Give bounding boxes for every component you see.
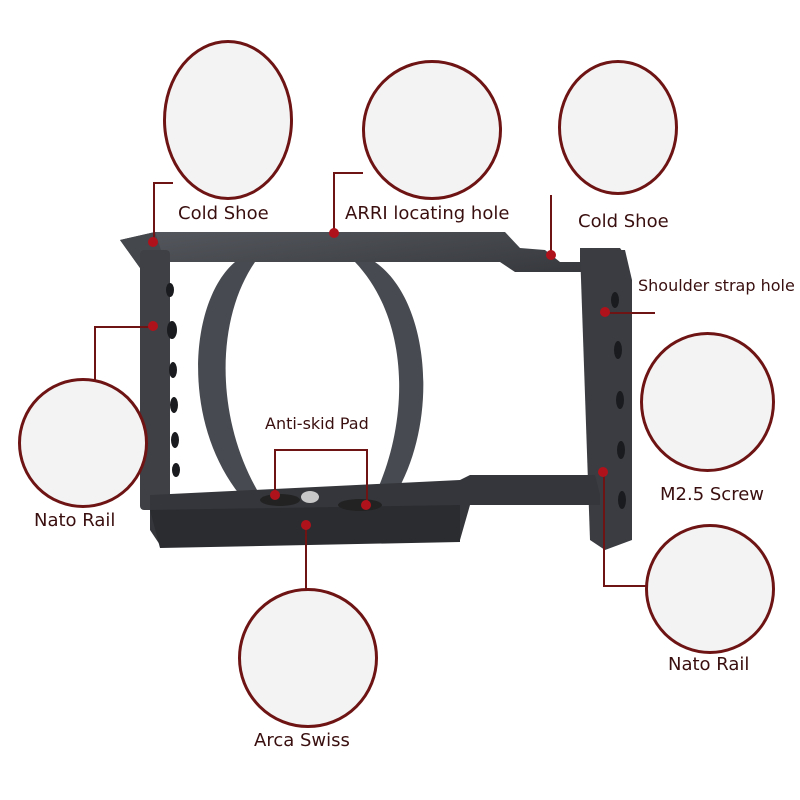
detail-circle-nato-left — [18, 378, 148, 508]
detail-circle-arri-hole — [362, 60, 502, 200]
label-cold-shoe-left: Cold Shoe — [178, 203, 269, 224]
label-arca-swiss: Arca Swiss — [254, 730, 350, 751]
label-nato-rail-right: Nato Rail — [668, 654, 750, 675]
detail-circle-arca-swiss — [238, 588, 378, 728]
detail-circle-m25-screw — [640, 332, 775, 472]
label-nato-rail-left: Nato Rail — [34, 510, 116, 531]
label-m25-screw: M2.5 Screw — [660, 484, 765, 505]
marker-dot — [148, 321, 158, 331]
marker-dot — [546, 250, 556, 260]
detail-circle-cold-shoe-right — [558, 60, 678, 195]
detail-circle-cold-shoe-left — [163, 40, 293, 200]
label-cold-shoe-right: Cold Shoe — [578, 211, 669, 232]
marker-dot — [361, 500, 371, 510]
marker-dot — [301, 520, 311, 530]
marker-dot — [270, 490, 280, 500]
detail-circle-nato-right — [645, 524, 775, 654]
marker-dot — [329, 228, 339, 238]
marker-dot — [600, 307, 610, 317]
label-arri-locating-hole: ARRI locating hole — [345, 203, 510, 224]
marker-dot — [148, 237, 158, 247]
marker-dot — [598, 467, 608, 477]
label-anti-skid-pad: Anti-skid Pad — [265, 414, 369, 433]
label-shoulder-strap-hole: Shoulder strap hole — [638, 276, 795, 295]
